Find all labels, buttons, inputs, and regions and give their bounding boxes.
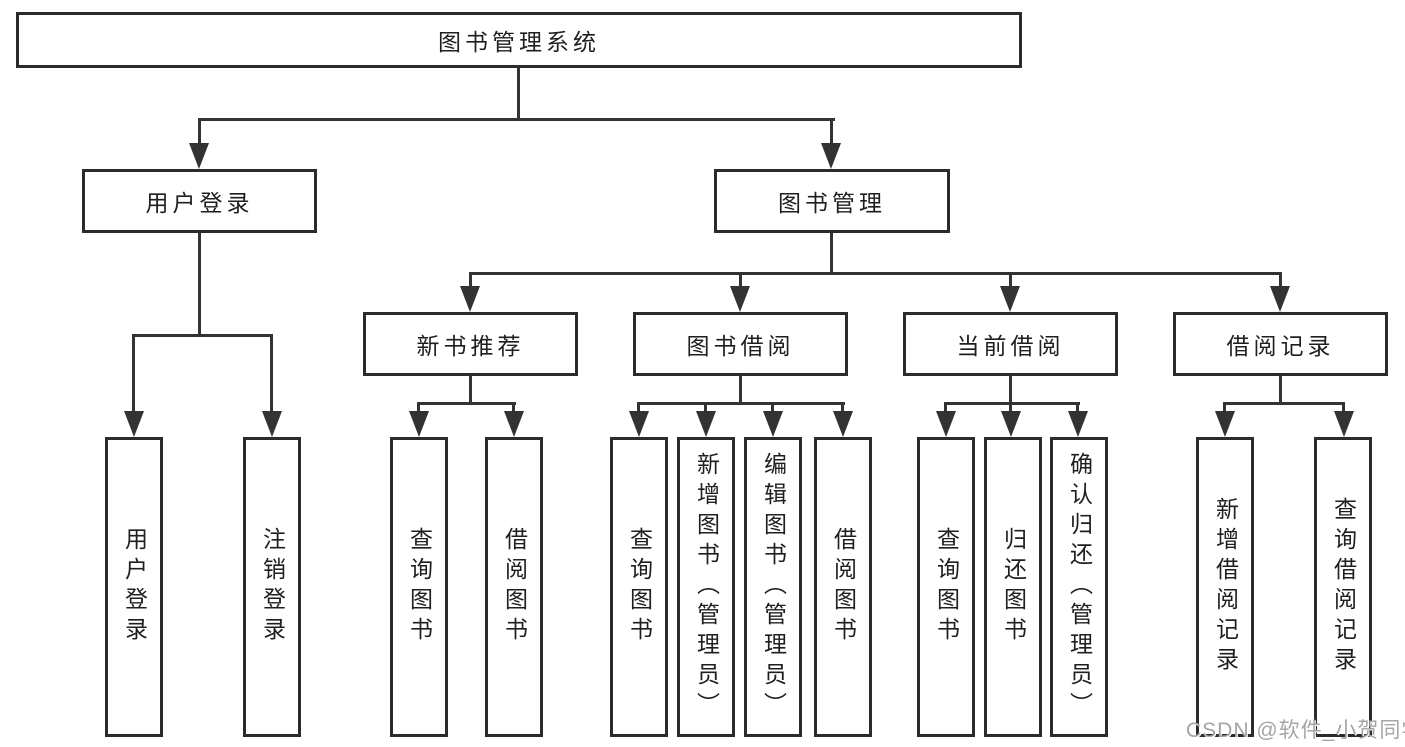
node-borrow-records: 借阅记录 bbox=[1173, 312, 1388, 376]
arrowhead-down-icon bbox=[504, 411, 524, 437]
arrowhead-down-icon bbox=[936, 411, 956, 437]
leaf-label: 编辑图书（管理员） bbox=[760, 452, 787, 722]
leaf-query-books-borrow: 查询图书 bbox=[610, 437, 668, 737]
node-book-management: 图书管理 bbox=[714, 169, 950, 233]
arrowhead-down-icon bbox=[1000, 286, 1020, 312]
arrowhead-down-icon bbox=[696, 411, 716, 437]
arrowhead-down-icon bbox=[1215, 411, 1235, 437]
leaf-edit-book-admin: 编辑图书（管理员） bbox=[744, 437, 802, 737]
leaf-label: 确认归还（管理员） bbox=[1066, 452, 1093, 722]
arrowhead-down-icon bbox=[460, 286, 480, 312]
leaf-label: 查询图书 bbox=[626, 527, 653, 647]
connector-stem bbox=[841, 402, 844, 414]
connector-level2-hbar bbox=[198, 118, 835, 121]
leaf-return-book: 归还图书 bbox=[984, 437, 1042, 737]
node-root: 图书管理系统 bbox=[16, 12, 1022, 68]
arrowhead-down-icon bbox=[262, 411, 282, 437]
connector-stem bbox=[637, 402, 640, 414]
connector-stem bbox=[704, 402, 707, 414]
connector-root-stem bbox=[517, 68, 520, 120]
connector-stem bbox=[512, 402, 515, 414]
csdn-watermark: CSDN @软件_小贺同学 bbox=[1186, 719, 1405, 742]
connector-stem bbox=[1342, 402, 1345, 414]
leaf-user-login: 用户登录 bbox=[105, 437, 163, 737]
connector-down bbox=[1009, 375, 1012, 405]
arrowhead-down-icon bbox=[189, 143, 209, 169]
connector-group-hbar bbox=[417, 402, 516, 405]
connector-stem bbox=[1009, 402, 1012, 414]
arrowhead-down-icon bbox=[1270, 286, 1290, 312]
connector-book-mgmt-stem bbox=[830, 118, 833, 146]
leaf-label: 查询图书 bbox=[933, 527, 960, 647]
node-user-login: 用户登录 bbox=[82, 169, 317, 233]
connector-group-hbar bbox=[132, 334, 273, 337]
node-book-borrow: 图书借阅 bbox=[633, 312, 848, 376]
leaf-label: 新增借阅记录 bbox=[1212, 497, 1239, 677]
connector-down bbox=[739, 375, 742, 405]
leaf-label: 注销登录 bbox=[259, 527, 286, 647]
node-new-book-recommend: 新书推荐 bbox=[363, 312, 578, 376]
connector-stem bbox=[739, 272, 742, 290]
leaf-label: 借阅图书 bbox=[830, 527, 857, 647]
connector-user-login-stem bbox=[198, 118, 201, 146]
leaf-confirm-return-admin: 确认归还（管理员） bbox=[1050, 437, 1108, 737]
arrowhead-down-icon bbox=[124, 411, 144, 437]
connector-stem bbox=[417, 402, 420, 414]
arrowhead-down-icon bbox=[1334, 411, 1354, 437]
leaf-label: 查询图书 bbox=[406, 527, 433, 647]
leaf-label: 归还图书 bbox=[1000, 527, 1027, 647]
leaf-borrow-books-recommend: 借阅图书 bbox=[485, 437, 543, 737]
connector-stem bbox=[132, 334, 135, 414]
connector-book-mgmt-down bbox=[830, 233, 833, 275]
arrowhead-down-icon bbox=[1001, 411, 1021, 437]
connector-group-hbar bbox=[944, 402, 1080, 405]
arrowhead-down-icon bbox=[833, 411, 853, 437]
connector-stem bbox=[1279, 272, 1282, 290]
leaf-logout: 注销登录 bbox=[243, 437, 301, 737]
arrowhead-down-icon bbox=[1068, 411, 1088, 437]
connector-down bbox=[469, 375, 472, 405]
connector-stem bbox=[270, 334, 273, 414]
connector-group-hbar bbox=[637, 402, 845, 405]
connector-down bbox=[1279, 375, 1282, 405]
connector-level3-hbar bbox=[469, 272, 1282, 275]
connector-stem bbox=[1223, 402, 1226, 414]
connector-stem bbox=[1076, 402, 1079, 414]
connector-stem bbox=[771, 402, 774, 414]
connector-stem bbox=[944, 402, 947, 414]
leaf-add-borrow-record: 新增借阅记录 bbox=[1196, 437, 1254, 737]
leaf-label: 借阅图书 bbox=[501, 527, 528, 647]
arrowhead-down-icon bbox=[409, 411, 429, 437]
leaf-label: 用户登录 bbox=[121, 527, 148, 647]
connector-group-hbar bbox=[1223, 402, 1345, 405]
leaf-query-books-recommend: 查询图书 bbox=[390, 437, 448, 737]
arrowhead-down-icon bbox=[763, 411, 783, 437]
node-current-borrow: 当前借阅 bbox=[903, 312, 1118, 376]
arrowhead-down-icon bbox=[629, 411, 649, 437]
leaf-label: 查询借阅记录 bbox=[1330, 497, 1357, 677]
arrowhead-down-icon bbox=[821, 143, 841, 169]
leaf-query-borrow-record: 查询借阅记录 bbox=[1314, 437, 1372, 737]
leaf-label: 新增图书（管理员） bbox=[693, 452, 720, 722]
leaf-add-book-admin: 新增图书（管理员） bbox=[677, 437, 735, 737]
arrowhead-down-icon bbox=[730, 286, 750, 312]
leaf-borrow-books: 借阅图书 bbox=[814, 437, 872, 737]
connector-user-login-down bbox=[198, 233, 201, 337]
connector-stem bbox=[469, 272, 472, 290]
connector-stem bbox=[1009, 272, 1012, 290]
leaf-query-books-current: 查询图书 bbox=[917, 437, 975, 737]
